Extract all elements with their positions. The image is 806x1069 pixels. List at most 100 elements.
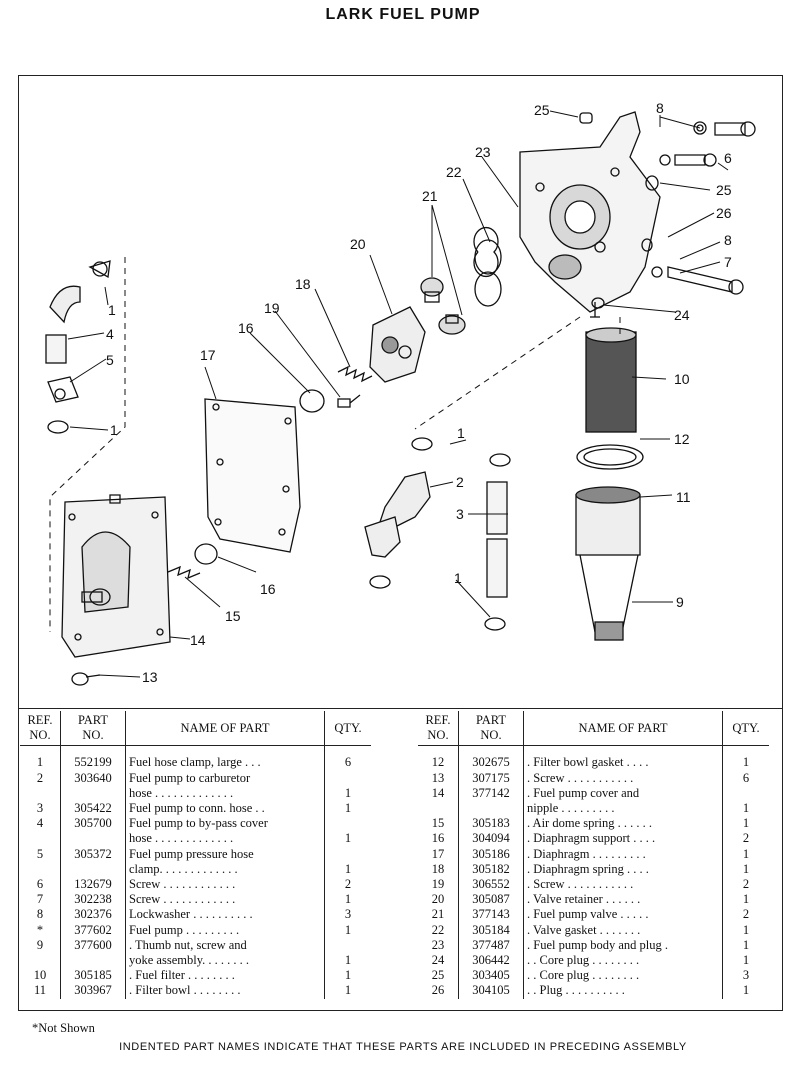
- cell-name: . Fuel filter . . . . . . . .: [125, 968, 325, 984]
- ref-header: REF.NO.: [418, 711, 459, 747]
- cell-part: [60, 953, 126, 969]
- cell-name: . Fuel pump body and plug .: [523, 937, 723, 954]
- cell-ref: [20, 953, 61, 968]
- cell-part: 377600: [60, 937, 126, 954]
- cell-qty: 1: [324, 968, 371, 984]
- cell-part: 303640: [60, 770, 126, 786]
- cell-ref: 6: [36, 877, 44, 892]
- cell-name: Screw . . . . . . . . . . . .: [125, 892, 325, 908]
- cell-qty: 1: [324, 922, 371, 938]
- cell-qty: 2: [722, 907, 769, 923]
- callout-label: 16: [260, 581, 276, 597]
- cell-ref: 15: [431, 816, 445, 831]
- cell-ref: 2: [36, 770, 44, 785]
- callout-label: 1: [110, 422, 118, 438]
- cell-ref: [20, 831, 61, 846]
- page-title: LARK FUEL PUMP: [325, 6, 481, 23]
- cell-name: Fuel pump to carburetor: [125, 770, 325, 786]
- cell-qty: [722, 785, 769, 802]
- name-header: NAME OF PART: [125, 711, 325, 747]
- cell-part: 305184: [458, 922, 524, 938]
- cell-part: 305372: [60, 846, 126, 862]
- cell-part: [60, 861, 126, 878]
- cell-qty: [324, 816, 371, 832]
- diagram-frame: [18, 75, 783, 1011]
- name-header: NAME OF PART: [523, 711, 723, 747]
- table-divider: [18, 708, 783, 709]
- cell-name: . Fuel pump valve . . . . .: [523, 907, 723, 923]
- cell-ref: 14: [431, 785, 445, 800]
- cell-qty: 2: [324, 877, 371, 893]
- cell-part: 305087: [458, 892, 524, 908]
- cell-name: . Valve retainer . . . . . .: [523, 892, 723, 908]
- callout-label: 24: [674, 307, 690, 323]
- cell-name: Screw . . . . . . . . . . . .: [125, 877, 325, 893]
- cell-part: 377143: [458, 907, 524, 923]
- cell-qty: 1: [324, 861, 371, 878]
- cell-part: [60, 831, 126, 847]
- cell-ref: *: [36, 922, 44, 937]
- cell-part: 305186: [458, 846, 524, 862]
- callout-label: 18: [295, 276, 311, 292]
- cell-ref: 1: [36, 755, 44, 770]
- cell-part: 302238: [60, 892, 126, 908]
- callout-label: 23: [475, 144, 491, 160]
- callout-label: 19: [264, 300, 280, 316]
- cell-qty: 1: [722, 922, 769, 938]
- callout-label: 20: [350, 236, 366, 252]
- cell-ref: 7: [36, 892, 44, 907]
- cell-qty: 1: [324, 831, 371, 847]
- cell-ref: 9: [36, 937, 44, 952]
- table-row: clamp. . . . . . . . . . . . .1: [20, 861, 371, 878]
- cell-ref: 25: [431, 968, 445, 983]
- callout-label: 26: [716, 205, 732, 221]
- cell-qty: 3: [722, 968, 769, 984]
- cell-name: . Air dome spring . . . . . .: [523, 816, 723, 832]
- cell-name: . . Plug . . . . . . . . . .: [523, 983, 723, 999]
- ref-header: REF.NO.: [20, 711, 61, 747]
- cell-ref: 20: [431, 892, 445, 907]
- cell-part: 302376: [60, 907, 126, 923]
- cell-qty: 1: [722, 745, 769, 771]
- cell-qty: [324, 937, 371, 954]
- cell-name: . Diaphragm spring . . . .: [523, 861, 723, 878]
- cell-part: 306442: [458, 953, 524, 969]
- cell-qty: 2: [722, 831, 769, 847]
- cell-part: 303967: [60, 983, 126, 999]
- cell-ref: 10: [33, 968, 47, 983]
- cell-qty: 1: [722, 846, 769, 862]
- cell-part: 304094: [458, 831, 524, 847]
- cell-name: Fuel pump to conn. hose . .: [125, 801, 325, 817]
- cell-name: hose . . . . . . . . . . . . .: [125, 831, 325, 847]
- cell-ref: 23: [431, 937, 445, 952]
- qty-header: QTY.: [722, 711, 769, 747]
- cell-qty: 6: [722, 770, 769, 786]
- callout-label: 4: [106, 326, 114, 342]
- cell-part: [60, 785, 126, 802]
- cell-name: hose . . . . . . . . . . . . .: [125, 785, 325, 802]
- cell-name: yoke assembly. . . . . . . .: [125, 953, 325, 969]
- cell-qty: 2: [722, 877, 769, 893]
- cell-part: 377142: [458, 785, 524, 802]
- callout-label: 13: [142, 669, 158, 685]
- cell-ref: 11: [33, 983, 47, 998]
- cell-ref: 3: [36, 801, 44, 816]
- cell-qty: 1: [324, 892, 371, 908]
- callout-label: 11: [676, 489, 691, 505]
- cell-qty: 1: [324, 785, 371, 802]
- cell-ref: 4: [36, 816, 44, 831]
